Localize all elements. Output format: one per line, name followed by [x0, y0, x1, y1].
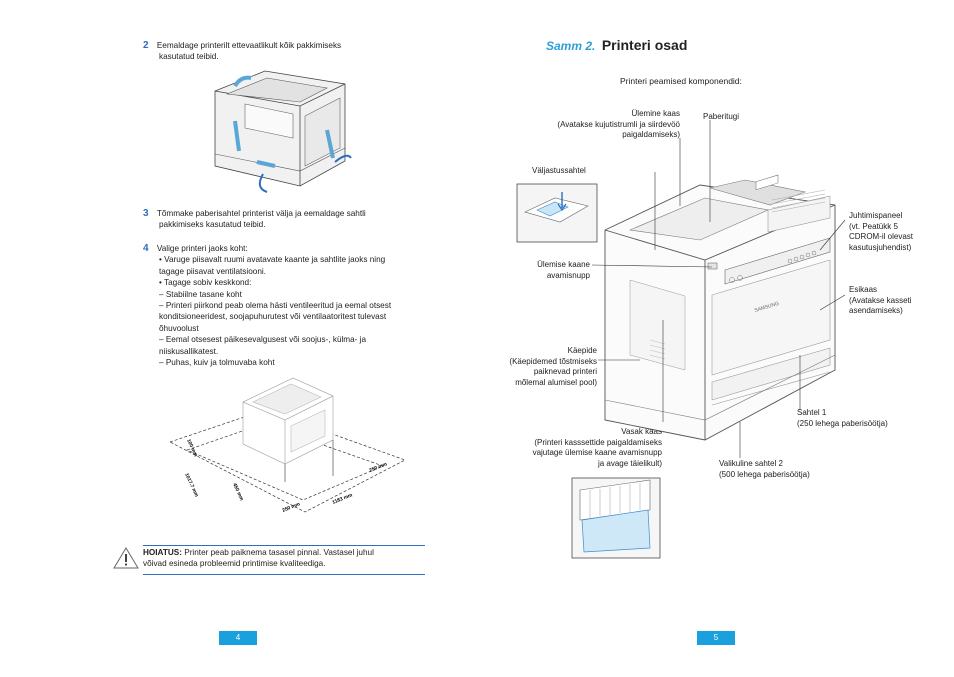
warning-icon [113, 547, 139, 569]
callout-line: (250 lehega paberisöötja) [797, 418, 888, 428]
step-text-line: – Stabiilne tasane koht [159, 289, 242, 299]
step-text-line: pakkimiseks kasutatud teibid. [159, 220, 266, 230]
callout-control-panel: Juhtimispaneel (vt. Peatükk 5 CDROM-il o… [849, 211, 913, 253]
dimension-label: 100 mm [185, 438, 199, 458]
callout-line: asendamiseks) [849, 306, 903, 316]
page-number-left: 4 [219, 631, 257, 645]
step-number: 2 [143, 40, 149, 51]
step-text-line: tagage piisavat ventilatsiooni. [159, 266, 266, 276]
dimension-label: 250 mm [282, 501, 302, 514]
dimension-label: 450 mm [231, 482, 245, 502]
callout-line: paigaldamiseks) [622, 130, 680, 140]
callout-handles: Käepide (Käepidemed tõstmiseks paiknevad… [480, 346, 597, 388]
clearance-diagram: 100 mm 1017.7 mm 450 mm 250 mm 1183 mm 2… [169, 377, 406, 514]
callout-line: Sahtel 1 [797, 408, 827, 417]
step-4: 4 Valige printeri jaoks koht: • Varuge p… [143, 243, 433, 368]
callout-output-tray: Väljastussahtel [532, 166, 586, 177]
warning-label: HOIATUS: [143, 548, 182, 557]
callout-left-cover: Vasak kaas (Printeri kasssettide paigald… [490, 427, 662, 469]
callout-line: Valikuline sahtel 2 [719, 459, 783, 468]
printer-components-illustration: SAMSUNG [516, 120, 846, 559]
section-heading: Samm 2. Printeri osad [546, 37, 687, 55]
callout-line: Esikaas [849, 285, 878, 294]
callout-top-cover: Ülemine kaas (Avatakse kujutistrumli ja … [520, 109, 680, 141]
callout-line: kasutusjuhendist) [849, 242, 912, 252]
callout-line: ja avage täielikult) [597, 458, 662, 468]
callout-line: paiknevad printeri [533, 367, 597, 377]
callout-line: Juhtimispaneel [849, 211, 903, 220]
subtitle: Printeri peamised komponendid: [620, 76, 742, 86]
callout-line: CDROM-il olevast [849, 232, 914, 242]
callout-line: Paberitugi [703, 112, 740, 121]
step-text-line: • Varuge piisavalt ruumi avatavate kaant… [159, 255, 386, 265]
page-title: Printeri osad [601, 37, 688, 53]
warning-line-2: võivad esineda probleemid printimise kva… [143, 559, 326, 569]
step-text-line: – Puhas, kuiv ja tolmuvaba koht [159, 358, 275, 368]
step-number: 3 [143, 208, 149, 219]
step-text-line: Eemaldage printerilt ettevaatlikult kõik… [156, 41, 342, 50]
callout-line: (Käepidemed tõstmiseks [509, 356, 597, 366]
dimension-label: 1017.7 mm [183, 472, 199, 498]
step-text-line: niiskusallikatest. [159, 346, 219, 356]
callout-line: mõlemal alumisel pool) [515, 377, 597, 387]
callout-front-cover: Esikaas (Avatakse kasseti asendamiseks) [849, 285, 912, 317]
callout-line: Väljastussahtel [532, 166, 586, 175]
step-text-line: Tõmmake paberisahtel printerist välja ja… [156, 209, 366, 218]
step-text-line: õhuvoolust [159, 323, 199, 333]
dimension-label: 250 mm [369, 461, 389, 474]
step-number: 4 [143, 243, 149, 254]
callout-line: (Avatakse kujutistrumli ja siirdevöö [557, 119, 680, 129]
callout-line: Ülemise kaane [537, 260, 590, 269]
dimension-label: 1183 mm [332, 492, 354, 506]
callout-line: (500 lehega paberisöötja) [719, 469, 810, 479]
callout-tray2: Valikuline sahtel 2 (500 lehega paberisö… [719, 459, 810, 480]
step-text-line: konditsioneeridest, soojapuhurutest või … [159, 312, 387, 322]
step-2: 2 Eemaldage printerilt ettevaatlikult kõ… [143, 40, 423, 63]
callout-line: Käepide [567, 346, 597, 355]
warning-bottom-rule [143, 574, 425, 575]
warning-text: HOIATUS: Printer peab paiknema tasasel p… [143, 547, 428, 570]
step-text-line: Valige printeri jaoks koht: [156, 244, 248, 253]
callout-line: avamisnupp [546, 270, 590, 280]
callout-line: Vasak kaas [621, 427, 662, 436]
step-label: Samm 2. [546, 39, 596, 53]
page-number-right: 5 [697, 631, 735, 645]
printer-tapes-illustration [214, 70, 352, 193]
callout-line: (Printeri kasssettide paigaldamiseks [534, 437, 662, 447]
step-text-line: kasutatud teibid. [159, 52, 219, 62]
callout-top-cover-release: Ülemise kaane avamisnupp [500, 260, 590, 281]
step-3: 3 Tõmmake paberisahtel printerist välja … [143, 208, 433, 231]
warning-top-rule [143, 545, 425, 546]
callout-line: (Avatakse kasseti [849, 295, 912, 305]
callout-line: Ülemine kaas [631, 109, 680, 118]
callout-line: (vt. Peatükk 5 [849, 221, 898, 231]
step-text-line: – Printeri piirkond peab olema hästi ven… [159, 301, 392, 311]
step-text-line: – Eemal otsesest päikesevalgusest või so… [159, 335, 367, 345]
callout-paper-support: Paberitugi [703, 112, 739, 123]
callout-line: vajutage ülemise kaane avamisnupp [532, 448, 662, 458]
step-text-line: • Tagage sobiv keskkond: [159, 278, 252, 288]
callout-tray1: Sahtel 1 (250 lehega paberisöötja) [797, 408, 888, 429]
warning-line-1: Printer peab paiknema tasasel pinnal. Va… [181, 548, 374, 557]
